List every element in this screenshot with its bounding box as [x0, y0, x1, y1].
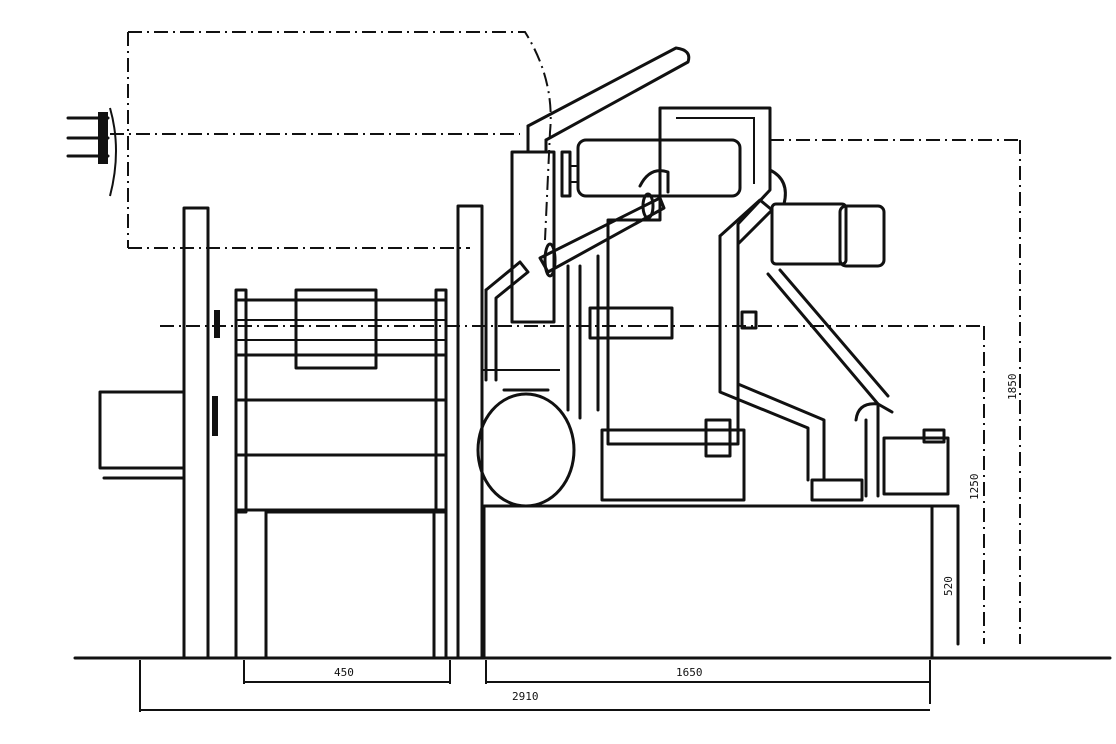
water-pump: [854, 402, 950, 498]
dim-label-width-left: 450: [334, 666, 354, 679]
dim-label-height-mid: 1250: [968, 474, 981, 501]
fuel-tank: [109, 31, 552, 249]
dimension-lines-horizontal: [139, 660, 931, 712]
tank-inlet-pipes: [66, 112, 110, 164]
winch-drum: [212, 288, 448, 514]
engine-base: [482, 504, 960, 660]
dim-label-width-right: 1650: [676, 666, 703, 679]
flywheel: [476, 388, 576, 508]
exhaust-pipe: [510, 46, 691, 324]
air-filter: [560, 138, 742, 198]
left-support-base: [234, 510, 448, 660]
dim-label-height-base: 520: [942, 576, 955, 596]
feed-pipes: [482, 254, 600, 420]
dim-label-height-total: 1850: [1006, 374, 1019, 401]
control-box: [98, 390, 186, 470]
dim-label-width-total: 2910: [512, 690, 539, 703]
cooling-duct: [718, 198, 894, 502]
alternator: [768, 168, 886, 268]
reference-lines: [160, 139, 1021, 644]
fuel-injector-line: [538, 169, 670, 278]
engine-block: [588, 106, 772, 502]
